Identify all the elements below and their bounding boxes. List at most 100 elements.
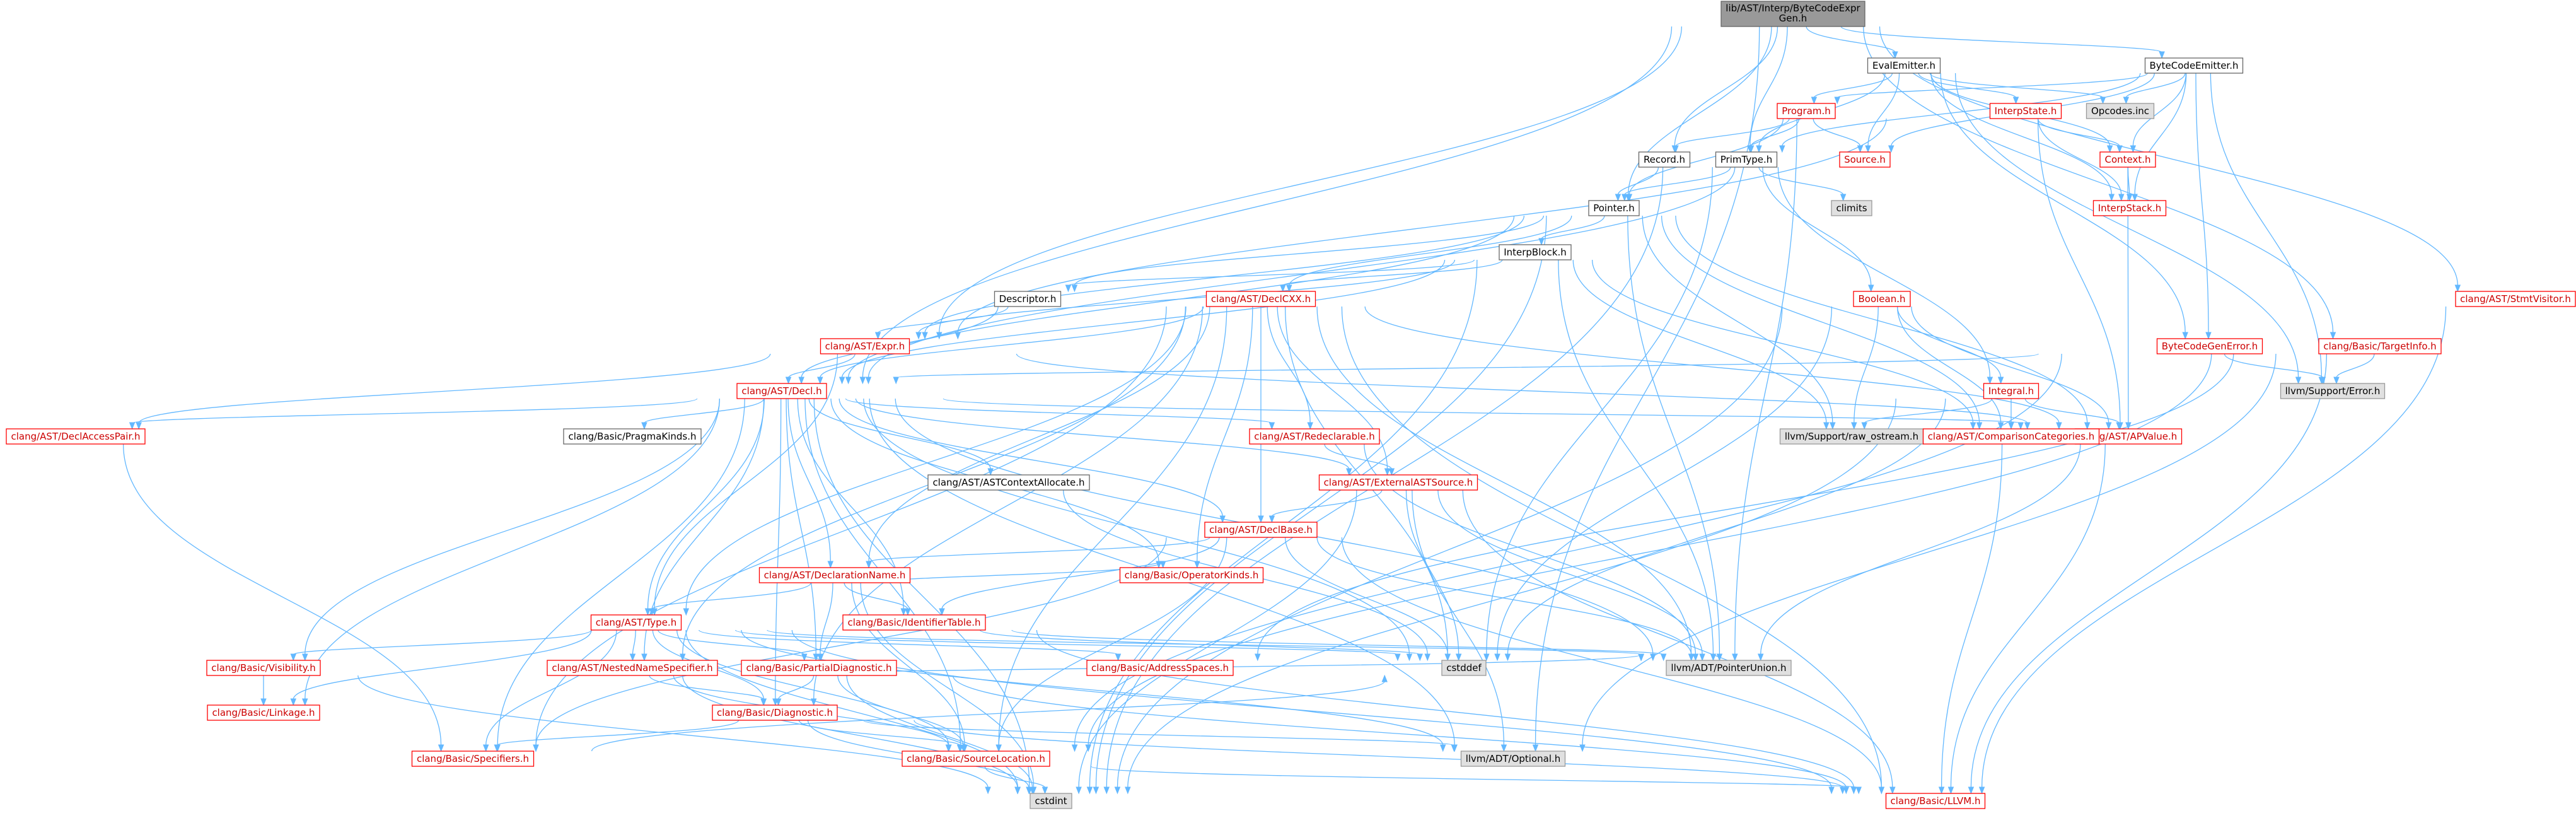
node-interpstack[interactable]: InterpStack.h <box>2092 200 2167 216</box>
node-label: InterpState.h <box>1995 105 2057 117</box>
edge-bytecodeemitter-to-primtype <box>1779 73 2141 153</box>
node-identifiertable[interactable]: clang/Basic/IdentifierTable.h <box>842 614 986 631</box>
edge-bytecodegenerror-to-decl <box>893 353 2039 385</box>
edge-diagnostic-to-specifiers <box>494 720 740 752</box>
node-bytecodegenerror[interactable]: ByteCodeGenError.h <box>2156 338 2263 354</box>
node-box <box>2156 338 2263 354</box>
edge-declarationname-to-identifiertable <box>844 582 911 616</box>
node-interpstate[interactable]: InterpState.h <box>1989 103 2062 119</box>
node-opcodes[interactable]: Opcodes.inc <box>2086 103 2155 119</box>
edge-primtype-to-cstddef <box>1483 167 1713 662</box>
node-partialdiag[interactable]: clang/Basic/PartialDiagnostic.h <box>741 660 897 676</box>
node-label: clang/AST/ASTContextAllocate.h <box>932 477 1084 488</box>
edge-interpblock-to-descriptor <box>1065 259 1475 293</box>
node-integral[interactable]: Integral.h <box>1983 383 2039 399</box>
node-declbase[interactable]: clang/AST/DeclBase.h <box>1204 522 1318 538</box>
node-type[interactable]: clang/AST/Type.h <box>590 614 682 631</box>
node-decl[interactable]: clang/AST/Decl.h <box>736 383 827 399</box>
node-pragmakinds[interactable]: clang/Basic/PragmaKinds.h <box>563 428 702 445</box>
node-source[interactable]: Source.h <box>1839 151 1891 168</box>
node-primtype[interactable]: PrimType.h <box>1715 151 1778 168</box>
node-box <box>1086 660 1234 676</box>
node-targetinfo[interactable]: clang/Basic/TargetInfo.h <box>2318 338 2442 354</box>
node-box <box>2455 291 2576 307</box>
node-stmtvisitor[interactable]: clang/AST/StmtVisitor.h <box>2455 291 2576 307</box>
node-label: Integral.h <box>1988 385 2034 397</box>
edge-declcxx-to-operatorkinds <box>1194 306 1253 569</box>
edge-root-to-bytecodeemitter <box>1840 26 2165 59</box>
node-externalastsource[interactable]: clang/AST/ExternalASTSource.h <box>1318 474 1478 491</box>
edge-declbase-to-declarationname <box>866 537 1210 569</box>
node-comparisoncat[interactable]: clang/AST/ComparisonCategories.h <box>1922 428 2100 445</box>
node-box <box>1715 151 1778 168</box>
edge-targetinfo-to-sourcelocation <box>1085 353 2212 752</box>
node-bytecodeemitter[interactable]: ByteCodeEmitter.h <box>2144 57 2244 74</box>
node-label: ByteCodeEmitter.h <box>2150 60 2239 71</box>
node-addressspaces[interactable]: clang/Basic/AddressSpaces.h <box>1086 660 1234 676</box>
edge-specifiers-to-cstddef <box>591 674 1388 752</box>
node-context[interactable]: Context.h <box>2099 151 2156 168</box>
node-box <box>1666 660 1792 676</box>
edge-declcxx-to-redeclarable <box>1267 306 1313 430</box>
edge-interpblock-to-decl <box>838 259 1446 385</box>
edge-evalemitter-to-llvmerror <box>1954 73 2302 385</box>
edge-integral-to-apvalue <box>2024 398 2122 430</box>
edge-visibility-to-linkage <box>260 675 267 706</box>
node-label: clang/Basic/PragmaKinds.h <box>568 431 696 442</box>
node-declcxx[interactable]: clang/AST/DeclCXX.h <box>1205 291 1316 307</box>
node-box <box>1588 200 1640 216</box>
node-llvmh[interactable]: clang/Basic/LLVM.h <box>1885 793 1986 809</box>
edge-decl-to-linkage <box>302 398 721 706</box>
node-expr[interactable]: clang/AST/Expr.h <box>820 338 910 354</box>
node-descriptor[interactable]: Descriptor.h <box>994 291 1062 307</box>
node-box <box>1119 567 1264 583</box>
edge-integral-to-comparisoncat <box>2008 399 2014 430</box>
node-specifiers[interactable]: clang/Basic/Specifiers.h <box>411 751 535 767</box>
node-astcontextalloc[interactable]: clang/AST/ASTContextAllocate.h <box>927 474 1090 491</box>
edge-boolean-to-cstdint <box>1114 306 1783 795</box>
edge-pointer-to-decl <box>845 215 1515 385</box>
node-evalemitter[interactable]: EvalEmitter.h <box>1867 57 1941 74</box>
node-visibility[interactable]: clang/Basic/Visibility.h <box>206 660 321 676</box>
node-sourcelocation[interactable]: clang/Basic/SourceLocation.h <box>902 751 1050 767</box>
node-linkage[interactable]: clang/Basic/Linkage.h <box>207 704 320 721</box>
node-climits[interactable]: climits <box>1831 200 1872 216</box>
node-operatorkinds[interactable]: clang/Basic/OperatorKinds.h <box>1119 567 1264 583</box>
edge-declarationname-to-type <box>649 582 811 616</box>
node-boolean[interactable]: Boolean.h <box>1853 291 1911 307</box>
node-record[interactable]: Record.h <box>1638 151 1691 168</box>
edge-decl-to-apvalue <box>943 398 2024 430</box>
edge-externalastsource-to-cstdint <box>1076 489 1357 795</box>
node-declaccesspair[interactable]: clang/AST/DeclAccessPair.h <box>6 428 146 445</box>
node-rawostream[interactable]: llvm/Support/raw_ostream.h <box>1779 428 1924 445</box>
edge-program-to-record <box>1673 118 1790 153</box>
node-box <box>1205 291 1316 307</box>
edge-decl-to-astcontextalloc <box>808 398 994 476</box>
edge-decl-to-externalastsource <box>855 398 1352 476</box>
node-box <box>411 751 535 767</box>
node-declarationname[interactable]: clang/AST/DeclarationName.h <box>758 567 911 583</box>
node-cstdint[interactable]: cstdint <box>1030 793 1072 809</box>
edge-root-to-record <box>1671 26 1778 153</box>
edge-externalastsource-to-optional <box>1412 489 1507 752</box>
edge-type-to-nestednamespec <box>629 629 636 662</box>
node-optional[interactable]: llvm/ADT/Optional.h <box>1460 751 1566 767</box>
node-interpblock[interactable]: InterpBlock.h <box>1499 244 1572 260</box>
node-pointerunion[interactable]: llvm/ADT/PointerUnion.h <box>1666 660 1792 676</box>
node-cstddef[interactable]: cstddef <box>1441 660 1487 676</box>
edge-type-to-visibility <box>290 629 592 662</box>
node-box <box>206 660 321 676</box>
node-program[interactable]: Program.h <box>1777 103 1836 119</box>
node-diagnostic[interactable]: clang/Basic/Diagnostic.h <box>712 704 838 721</box>
node-label: clang/Basic/Visibility.h <box>211 662 315 674</box>
node-llvmerror[interactable]: llvm/Support/Error.h <box>2280 383 2386 399</box>
node-box <box>1460 751 1566 767</box>
node-redeclarable[interactable]: clang/AST/Redeclarable.h <box>1249 428 1380 445</box>
node-nestednamespec[interactable]: clang/AST/NestedNameSpecifier.h <box>547 660 718 676</box>
edge-declbase-to-pointerunion <box>1316 537 1695 662</box>
edge-primtype-to-boolean <box>1762 167 1874 293</box>
edge-root-to-decl <box>859 26 1673 385</box>
node-label: clang/AST/APValue.h <box>2080 431 2177 442</box>
node-pointer[interactable]: Pointer.h <box>1588 200 1640 216</box>
